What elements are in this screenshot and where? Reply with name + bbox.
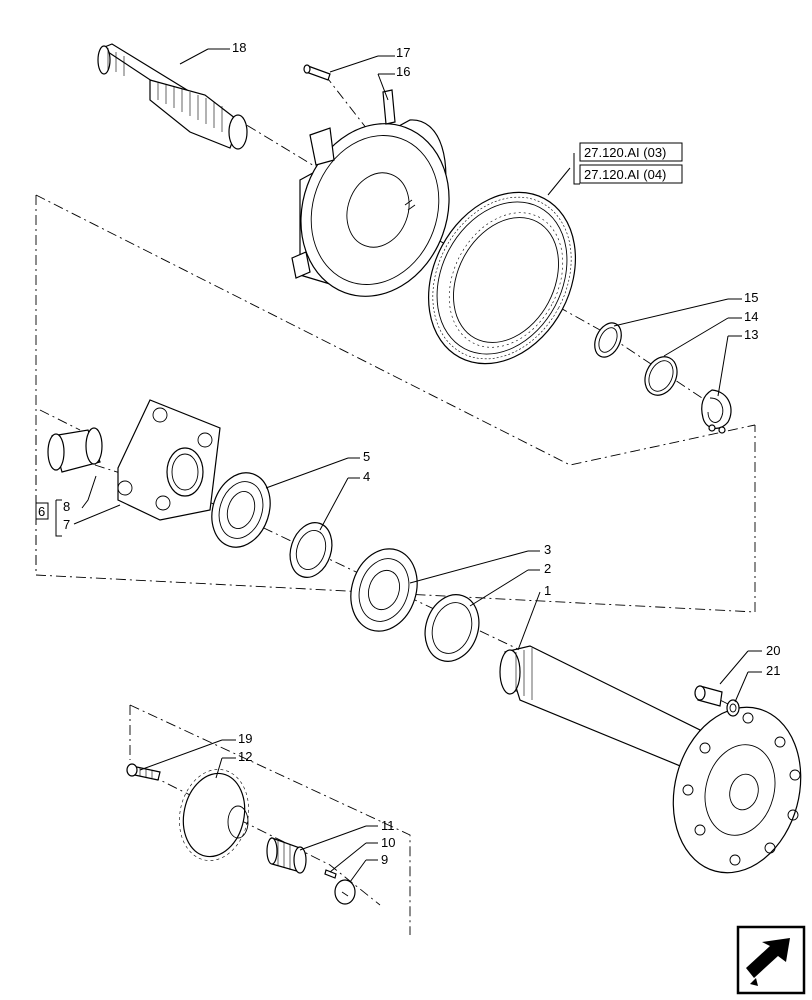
callout-2: 2 [544,561,551,576]
bearing-part-5 [211,472,271,548]
callout-3: 3 [544,542,551,557]
callout-1: 1 [544,583,551,598]
needle-bearing-part-11 [266,837,307,874]
ring-gear [427,191,577,365]
bearing-part-3 [350,548,418,632]
bolt-part-20 [694,685,723,707]
splined-shaft-part-18 [97,43,248,150]
circlip-part-13 [701,389,732,434]
snap-ring-part-15 [594,322,622,358]
bearing-carrier-part-7 [117,399,221,521]
reference-link-27-120-ai-04[interactable]: 27.120.AI (04) [579,164,683,184]
reference-label-b: 27.120.AI (04) [584,167,666,182]
callout-19: 19 [238,731,252,746]
callout-9: 9 [381,852,388,867]
pin-part-17 [303,64,331,81]
callout-15: 15 [744,290,758,305]
axle-shaft-part-1 [499,645,802,874]
callout-8: 8 [63,499,70,514]
housing-cover-part-16 [291,89,450,297]
seal-part-4 [289,522,333,578]
callout-14: 14 [744,309,758,324]
callout-17: 17 [396,45,410,60]
callout-21: 21 [766,663,780,678]
callout-12: 12 [238,749,252,764]
callout-7: 7 [63,517,70,532]
next-page-arrow-icon[interactable] [736,925,806,995]
callout-20: 20 [766,643,780,658]
sleeve-part-8 [47,427,103,473]
shim-ring-part-14 [644,356,678,396]
callout-4: 4 [363,469,370,484]
gear-part-12 [179,769,249,861]
callout-6: 6 [38,504,45,519]
callout-10: 10 [381,835,395,850]
pin-part-10 [324,869,337,879]
callout-16: 16 [396,64,410,79]
callout-18: 18 [232,40,246,55]
washer-part-21 [726,699,740,717]
washer-part-9 [334,879,356,905]
callout-11: 11 [381,818,395,833]
callout-13: 13 [744,327,758,342]
reference-label-a: 27.120.AI (03) [584,145,666,160]
callout-5: 5 [363,449,370,464]
callout-labels: 18 17 16 15 14 13 5 4 3 2 1 8 7 6 20 21 … [35,40,780,867]
spacer-ring-part-2 [424,594,480,662]
screw-part-19 [126,763,161,781]
leader-lines [55,48,762,883]
reference-link-27-120-ai-03[interactable]: 27.120.AI (03) [579,142,683,162]
